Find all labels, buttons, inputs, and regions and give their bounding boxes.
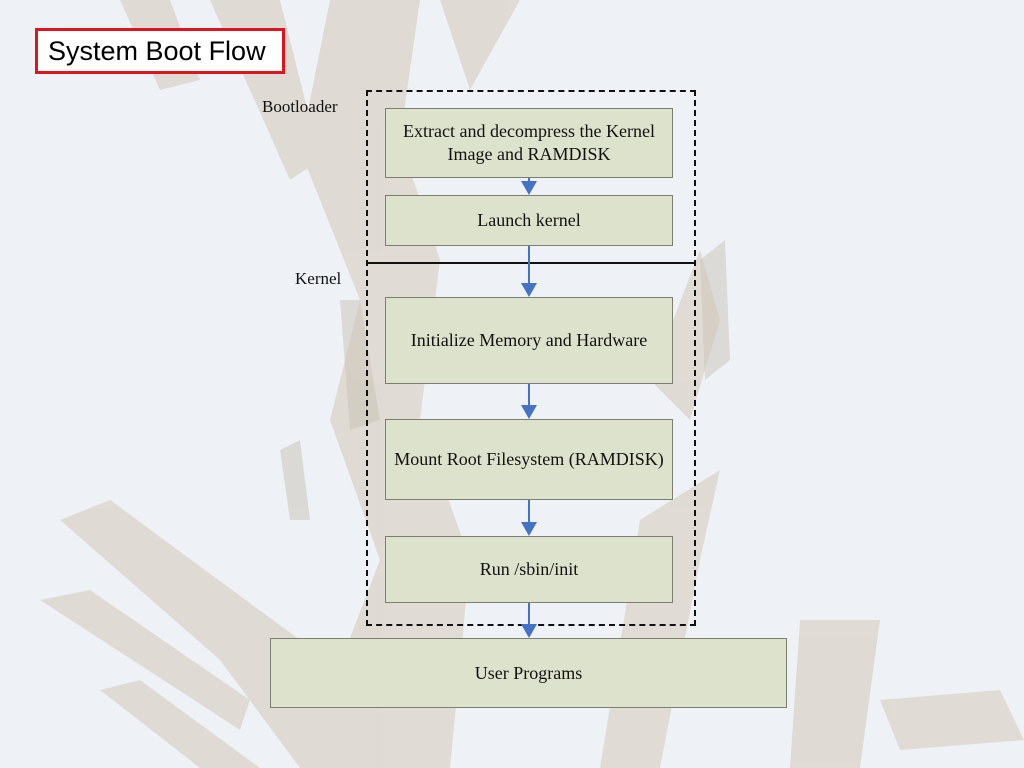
step-user-programs: User Programs <box>270 638 787 708</box>
step-initialize-memory: Initialize Memory and Hardware <box>385 297 673 384</box>
step-mount-root-text: Mount Root Filesystem (RAMDISK) <box>394 449 664 469</box>
bootloader-label: Bootloader <box>262 97 338 116</box>
step-initialize-memory-text: Initialize Memory and Hardware <box>410 330 648 350</box>
step-run-init: Run /sbin/init <box>385 536 673 603</box>
bootloader-kernel-divider <box>366 262 696 264</box>
step-mount-root: Mount Root Filesystem (RAMDISK) <box>385 419 673 500</box>
page-title-text: System Boot Flow <box>48 35 266 66</box>
step-user-programs-text: User Programs <box>474 662 583 683</box>
step-launch-kernel: Launch kernel <box>385 195 673 246</box>
step-extract-kernel: Extract and decompress the Kernel Image … <box>385 108 673 178</box>
kernel-label: Kernel <box>295 269 342 288</box>
page-title: System Boot Flow <box>35 28 285 74</box>
step-run-init-text: Run /sbin/init <box>479 559 579 579</box>
step-launch-kernel-text: Launch kernel <box>477 210 581 230</box>
step-extract-kernel-text: Extract and decompress the Kernel Image … <box>403 121 655 164</box>
